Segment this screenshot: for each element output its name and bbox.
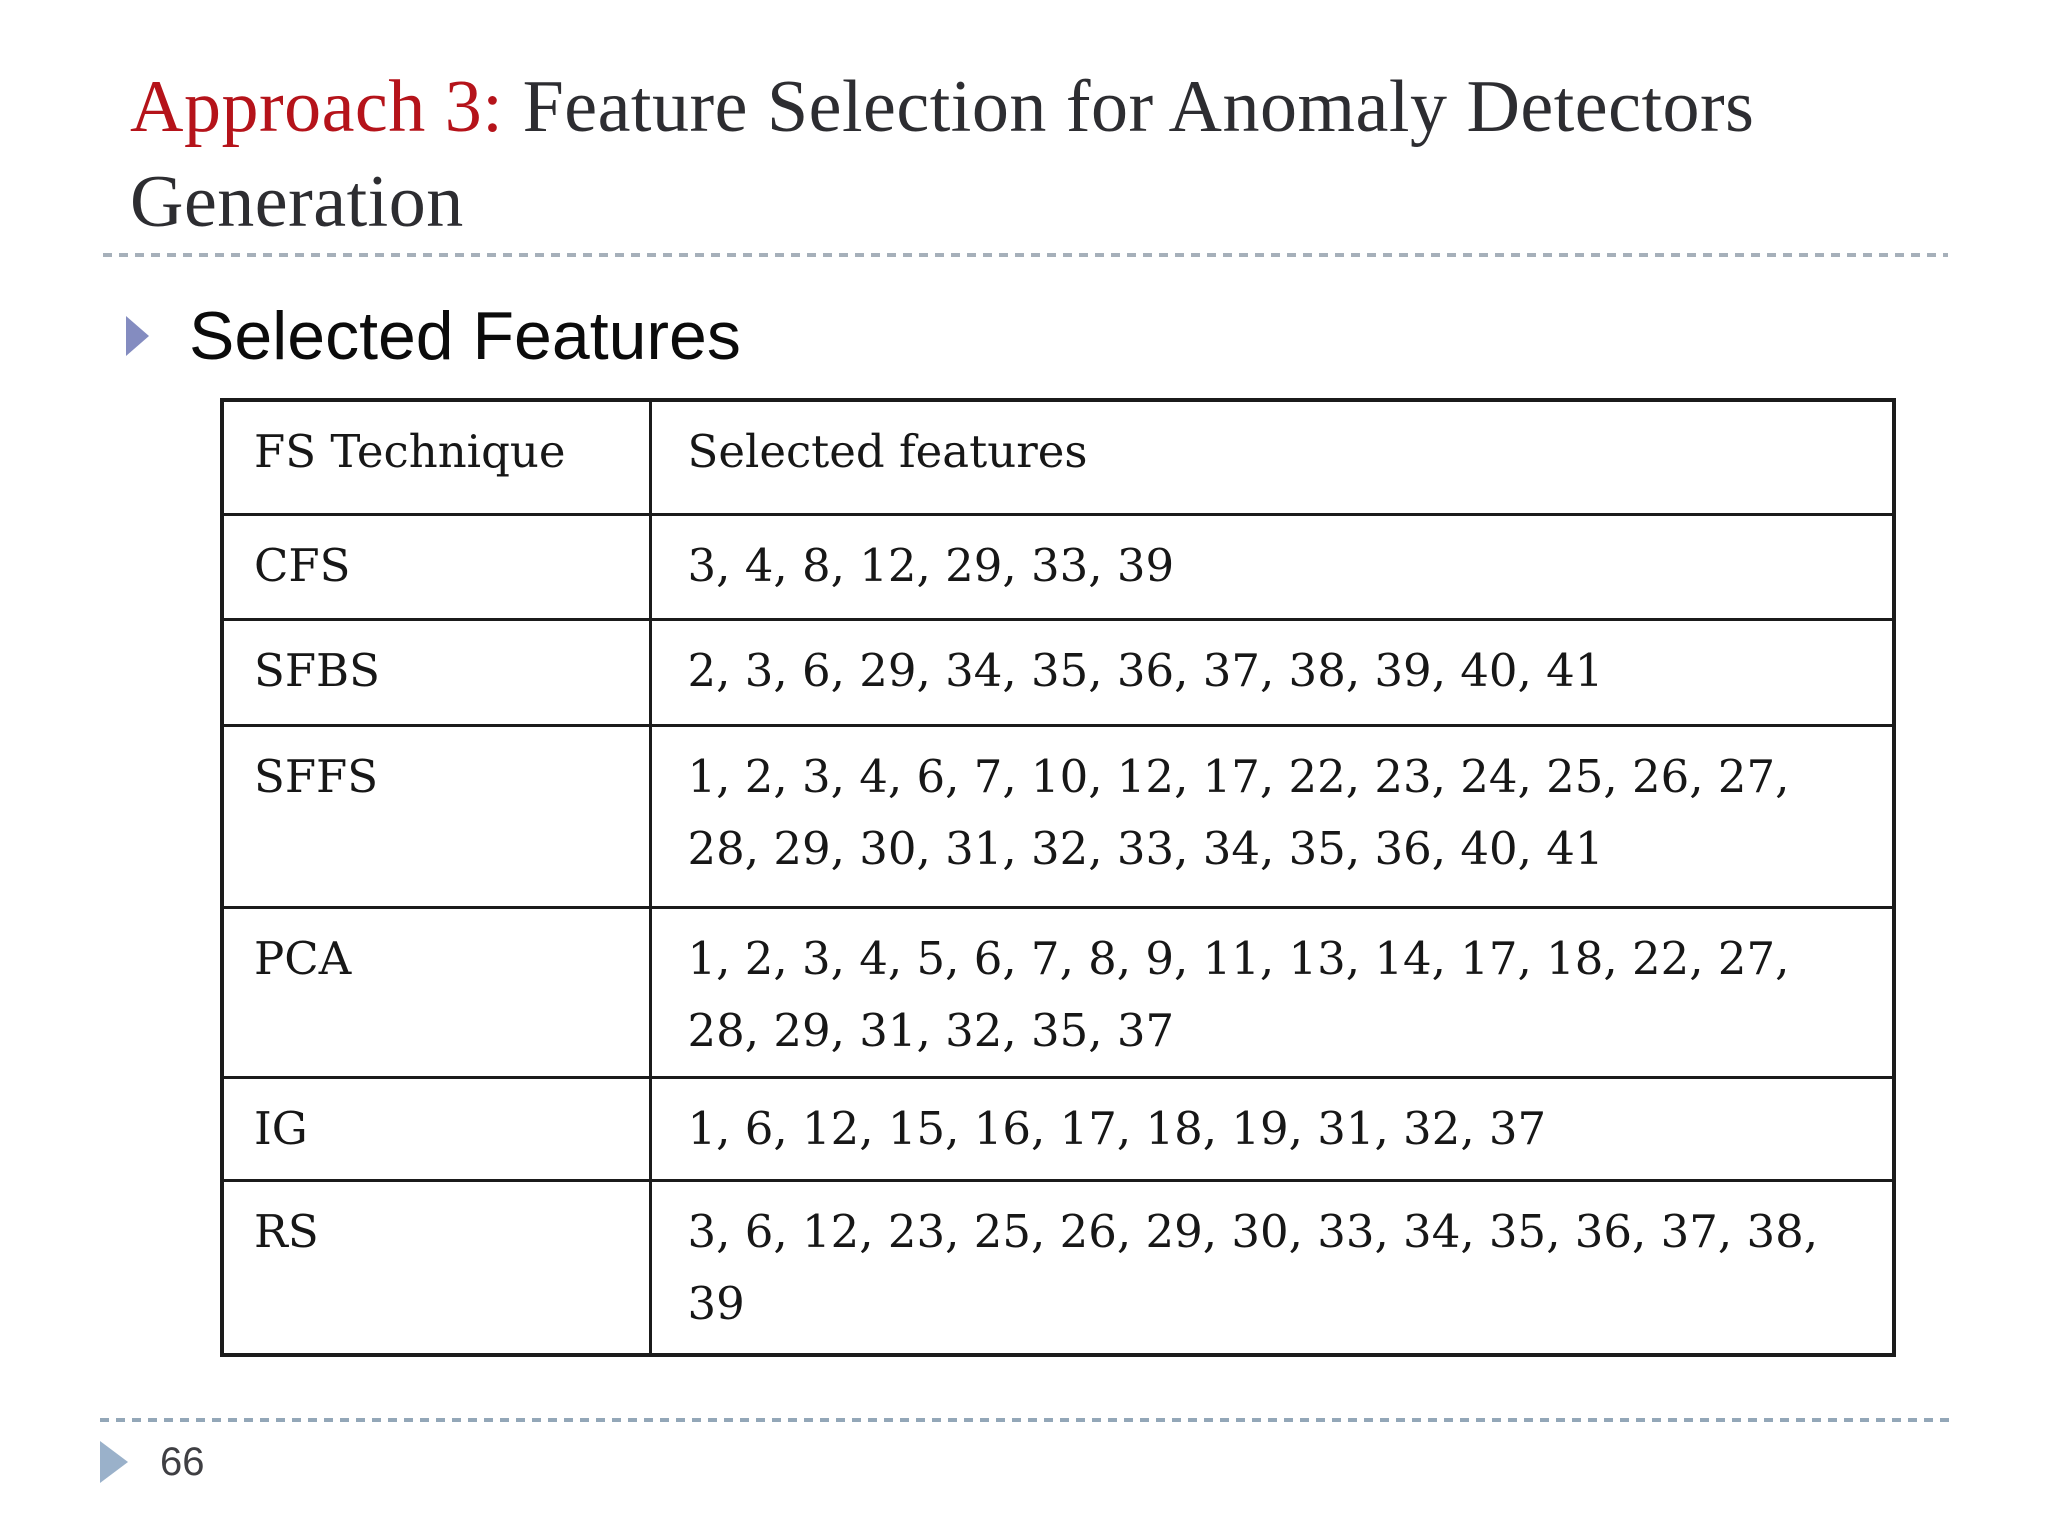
- column-header-fs-technique: FS Technique: [220, 398, 652, 516]
- table-header-row: FS Technique Selected features: [220, 398, 1896, 516]
- slide-title: Approach 3:Feature Selection for Anomaly…: [130, 60, 1960, 250]
- features-cell: 3, 6, 12, 23, 25, 26, 29, 30, 33, 34, 35…: [648, 1178, 1896, 1357]
- features-cell: 2, 3, 6, 29, 34, 35, 36, 37, 38, 39, 40,…: [648, 617, 1896, 727]
- features-cell: 3, 4, 8, 12, 29, 33, 39: [648, 512, 1896, 621]
- section-heading: Selected Features: [189, 298, 741, 374]
- footer-divider: [100, 1418, 1950, 1422]
- technique-cell: RS: [220, 1178, 652, 1357]
- section-heading-row: Selected Features: [126, 300, 741, 372]
- title-divider: [103, 253, 1948, 257]
- features-cell: 1, 2, 3, 4, 6, 7, 10, 12, 17, 22, 23, 24…: [648, 723, 1896, 909]
- features-cell: 1, 2, 3, 4, 5, 6, 7, 8, 9, 11, 13, 14, 1…: [648, 905, 1896, 1079]
- technique-cell: SFFS: [220, 723, 652, 909]
- technique-cell: SFBS: [220, 617, 652, 727]
- page-number: 66: [160, 1440, 205, 1484]
- heading-bullet-triangle-icon: [126, 316, 149, 356]
- technique-cell: PCA: [220, 905, 652, 1079]
- slide-title-line2: Generation: [130, 161, 464, 243]
- slide-title-line1: Approach 3:Feature Selection for Anomaly…: [130, 60, 1960, 155]
- slide-title-line1-rest: Feature Selection for Anomaly Detectors: [522, 66, 1755, 148]
- features-cell: 1, 6, 12, 15, 16, 17, 18, 19, 31, 32, 37: [648, 1075, 1896, 1182]
- slide-title-accent: Approach 3:: [130, 66, 504, 148]
- footer: 66: [100, 1440, 205, 1484]
- technique-cell: IG: [220, 1075, 652, 1182]
- page-marker-triangle-icon: [100, 1441, 128, 1483]
- column-header-selected-features: Selected features: [648, 398, 1896, 516]
- technique-cell: CFS: [220, 512, 652, 621]
